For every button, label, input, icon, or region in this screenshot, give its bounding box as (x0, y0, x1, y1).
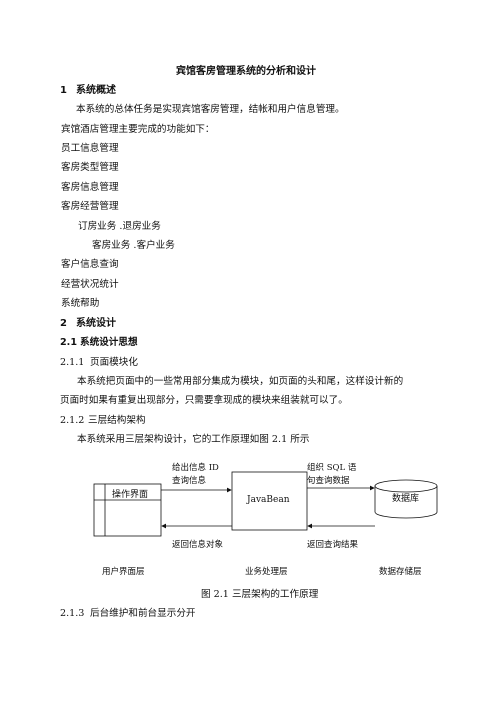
label-query-data: 句查询数据 (307, 475, 350, 486)
label-give-info-id: 给出信息 ID (172, 462, 219, 473)
subfeature-item: 客房业务 .客户业务 (92, 240, 175, 251)
ui-box (93, 483, 162, 537)
layer-data-label: 数据存储层 (379, 566, 422, 577)
feature-item: 客房类型管理 (61, 162, 119, 173)
section-2-1-1-text-line-2: 页面时如果有重复出现部分，只需要拿现成的模块来组装就可以了。 (60, 395, 348, 406)
label-query-info: 查询信息 (172, 475, 207, 486)
database-cylinder-top (374, 479, 438, 493)
feature-item: 客房信息管理 (61, 182, 119, 193)
section-2-1-3-heading: 后台维护和前台显示分开 (90, 608, 196, 619)
ui-box-label: 操作界面 (112, 488, 148, 500)
section-2-1-3-number: 2.1.3 (60, 608, 85, 619)
section-2-1-1-text-line-1: 本系统把页面中的一些常用部分集成为模块，如页面的头和尾，这样设计新的 (77, 376, 404, 387)
page-title: 宾馆客房管理系统的分析和设计 (176, 66, 316, 77)
section-2-1-heading: 系统设计思想 (80, 337, 138, 348)
label-return-object: 返回信息对象 (172, 539, 224, 550)
figure-caption: 图 2.1 三层架构的工作原理 (201, 589, 319, 600)
section-2-1-number: 2.1 (60, 337, 77, 348)
layer-business-label: 业务处理层 (245, 566, 288, 577)
section-2-1-2-text: 本系统采用三层架构设计，它的工作原理如图 2.1 所示 (77, 434, 310, 445)
section-2-heading: 系统设计 (76, 318, 116, 329)
label-return-result: 返回查询结果 (307, 539, 359, 550)
subfeature-item: 订房业务 .退房业务 (78, 221, 161, 232)
section-2-1-1-heading: 页面模块化 (90, 357, 138, 368)
layer-ui-label: 用户界面层 (102, 566, 145, 577)
database-label: 数据库 (392, 492, 419, 504)
database-cylinder-body (374, 486, 438, 519)
feature-item: 客房经营管理 (61, 201, 119, 212)
javabean-label: JavaBean (246, 495, 290, 505)
feature-item: 经营状况统计 (61, 279, 119, 290)
section-2-number: 2 (60, 318, 67, 329)
section-1-heading: 系统概述 (76, 85, 116, 96)
label-build-sql: 组织 SQL 语 (307, 462, 357, 473)
feature-item: 系统帮助 (61, 298, 100, 309)
section-1-number: 1 (60, 85, 67, 96)
section-1-paragraph-1: 本系统的总体任务是实现宾馆客房管理，结帐和用户信息管理。 (76, 104, 345, 115)
javabean-box (231, 471, 308, 531)
feature-item: 客户信息查询 (61, 259, 119, 270)
section-2-1-2-heading: 三层结构架构 (88, 415, 146, 426)
section-2-1-2-number: 2.1.2 (60, 415, 85, 426)
feature-item: 员工信息管理 (61, 143, 119, 154)
section-1-paragraph-2: 宾馆酒店管理主要完成的功能如下： (61, 124, 215, 135)
section-2-1-1-number: 2.1.1 (60, 357, 85, 368)
